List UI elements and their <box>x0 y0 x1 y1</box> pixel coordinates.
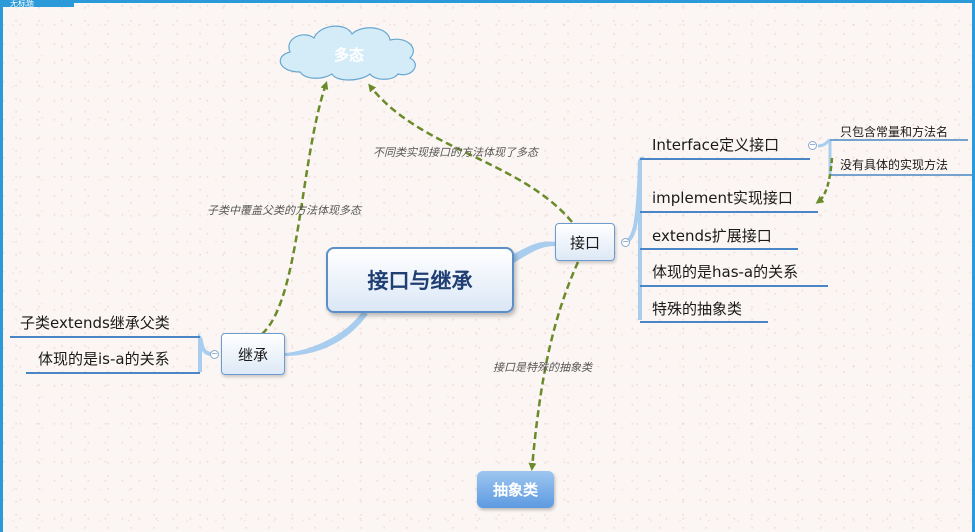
relationship-interface-polymorphism <box>368 83 573 223</box>
relationship-label-inheritance-polymorphism[interactable]: 子类中覆盖父类的方法体现多态 <box>207 204 361 217</box>
branch-central-interface <box>510 241 556 264</box>
inheritance-child-2[interactable]: 体现的是is-a的关系 <box>38 350 170 368</box>
inheritance-collapse-toggle[interactable]: − <box>210 349 219 359</box>
branch-central-inheritance <box>285 312 368 356</box>
interface-def-bracket <box>817 138 832 174</box>
relationship-label-interface-abstract[interactable]: 接口是特殊的抽象类 <box>493 361 592 374</box>
polymorphism-node[interactable]: 多态 <box>333 45 364 64</box>
polymorphism-cloud-shape <box>279 25 416 81</box>
inheritance-topic[interactable]: 继承 <box>221 333 285 375</box>
interface-child-5[interactable]: 特殊的抽象类 <box>652 300 743 318</box>
relationship-def-implement <box>815 157 834 204</box>
relationship-interface-abstract <box>528 261 580 471</box>
central-topic[interactable]: 接口与继承 <box>326 247 514 313</box>
interface-child-3[interactable]: extends扩展接口 <box>652 227 772 245</box>
interface-def-child-2[interactable]: 没有具体的实现方法 <box>840 158 949 172</box>
inheritance-children-bracket <box>198 333 213 372</box>
abstract-class-node[interactable]: 抽象类 <box>477 471 554 508</box>
inheritance-child-1[interactable]: 子类extends继承父类 <box>20 314 170 332</box>
relationship-label-interface-polymorphism[interactable]: 不同类实现接口的方法体现了多态 <box>373 146 538 159</box>
interface-def-child-1[interactable]: 只包含常量和方法名 <box>840 125 949 139</box>
interface-def-collapse-toggle[interactable]: − <box>808 140 817 150</box>
interface-child-1[interactable]: Interface定义接口 <box>652 136 780 154</box>
relationship-inheritance-polymorphism <box>261 81 329 335</box>
interface-collapse-toggle[interactable]: − <box>621 237 630 247</box>
interface-topic[interactable]: 接口 <box>555 223 615 261</box>
interface-child-4[interactable]: 体现的是has-a的关系 <box>652 263 799 281</box>
document-tab[interactable]: 无标题 <box>0 0 74 7</box>
interface-child-2[interactable]: implement实现接口 <box>652 189 793 207</box>
